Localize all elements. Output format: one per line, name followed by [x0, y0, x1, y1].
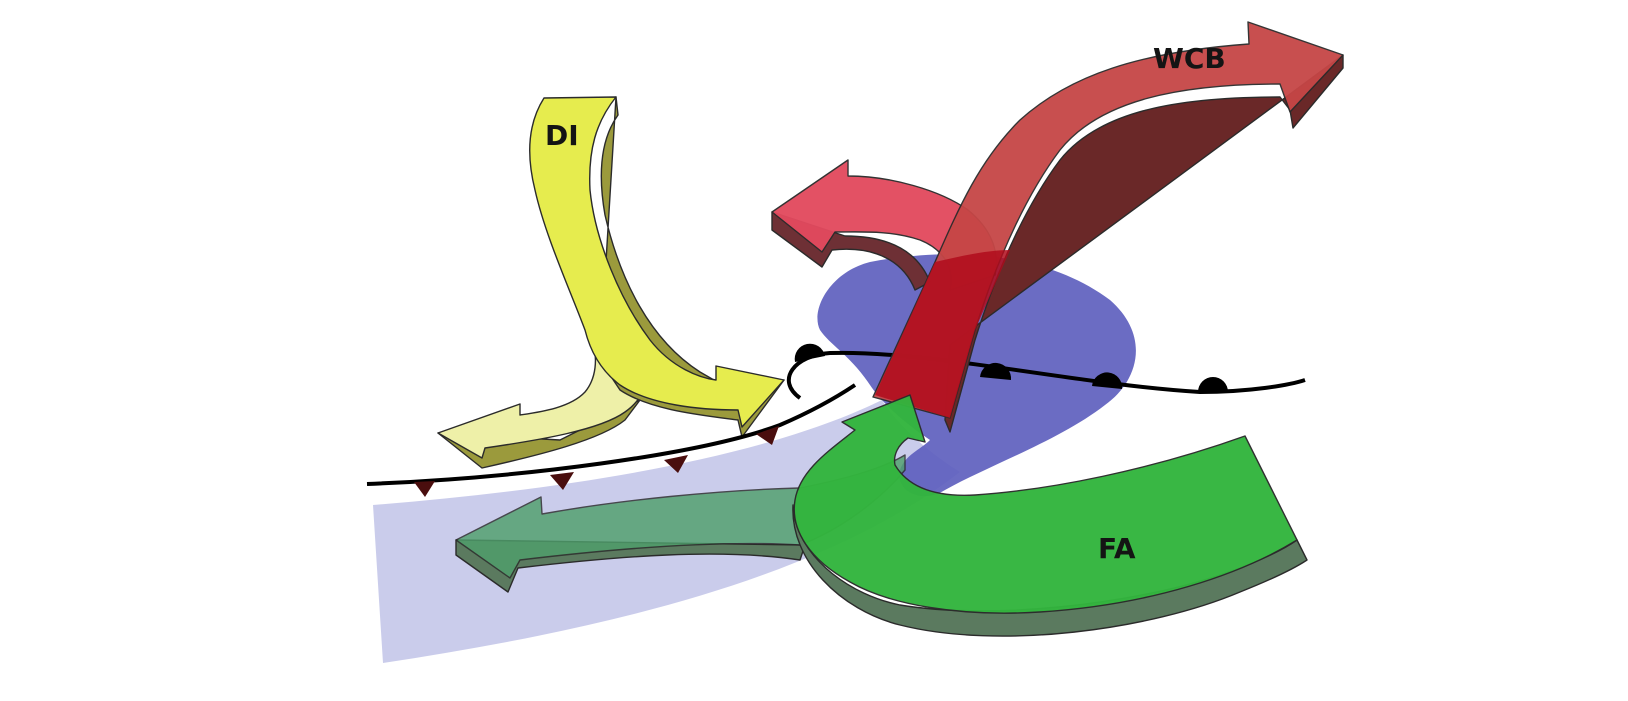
dry-intrusion-pale-side	[437, 399, 641, 469]
cyclone-core	[817, 254, 1136, 497]
wcb-crimson-overlap	[875, 250, 1010, 418]
cold-front-barb	[550, 472, 574, 490]
cold-front-barb	[414, 481, 435, 497]
cold-front-barb	[756, 426, 779, 445]
warm-front-bump	[794, 343, 825, 362]
warm-conveyor-belt-label: WCB	[1153, 42, 1226, 75]
cold-front-barb	[664, 455, 688, 473]
dry-intrusion-pale-branch	[437, 329, 646, 459]
cold-front-line	[366, 383, 857, 486]
warm-front-line	[786, 350, 1306, 400]
dry-intrusion-arrow	[529, 96, 785, 428]
dry-intrusion-label: DI	[545, 119, 579, 152]
warm-front-bump	[980, 362, 1012, 380]
warm-front-symbols	[794, 343, 1228, 392]
warm-front-bump	[1092, 372, 1123, 389]
feeder-airstream-arrow	[793, 394, 1298, 614]
warm-front-bump	[1198, 377, 1228, 392]
cold-front-symbols	[414, 426, 779, 497]
feeder-airstream-label: FA	[1098, 532, 1136, 565]
feeder-left-arrow	[455, 454, 906, 579]
